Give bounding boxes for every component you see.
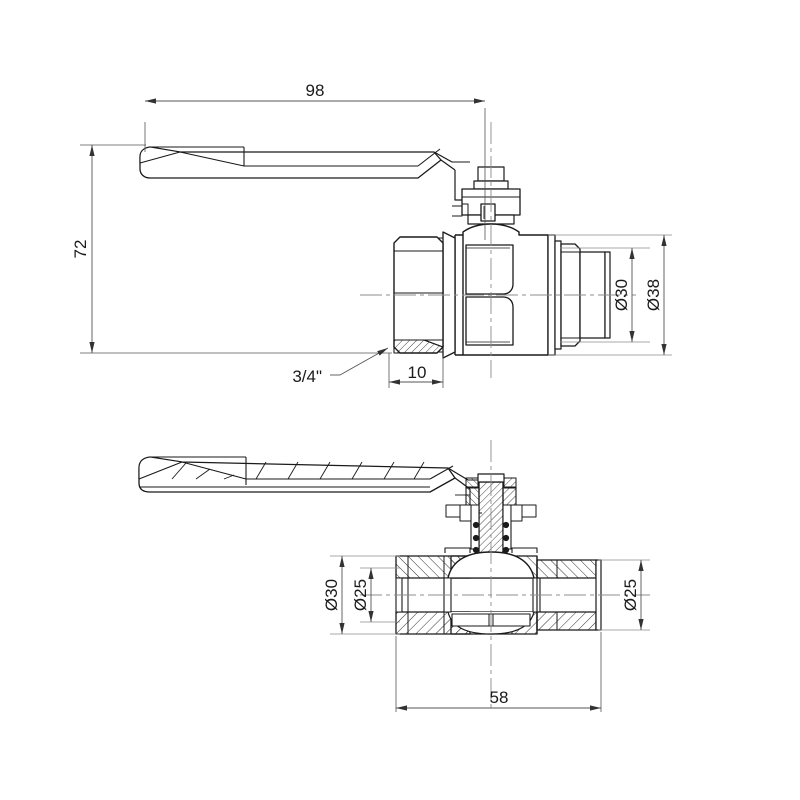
dimension-d25-right: Ø25 [598, 559, 650, 631]
section-view [138, 440, 650, 710]
valve-body-section [395, 547, 602, 635]
dimension-58: 58 [395, 632, 602, 712]
female-hex-nut [393, 236, 444, 354]
dim-98-label: 98 [306, 81, 325, 100]
dim-d30-top-label: Ø30 [612, 279, 631, 311]
center-lines-bottom [360, 440, 650, 710]
dimension-72: 72 [71, 144, 392, 354]
elevation-view [139, 122, 636, 378]
dim-d38-top-label: Ø38 [644, 279, 663, 311]
dim-d25-left-label: Ø25 [351, 579, 370, 611]
dimension-d25-left: Ø25 [351, 567, 400, 623]
dim-72-label: 72 [71, 240, 90, 259]
handle-lever [139, 146, 474, 201]
center-lines-top [360, 122, 636, 378]
dim-thread-size-label: 3/4" [292, 367, 322, 386]
dimension-10: 10 [388, 353, 444, 388]
dimension-d38-top: Ø38 [548, 234, 672, 356]
dim-58-label: 58 [490, 688, 509, 707]
dimension-d30-bottom: Ø30 [322, 555, 400, 635]
dim-d25-right-label: Ø25 [621, 579, 640, 611]
dimension-d30-top: Ø30 [560, 247, 650, 343]
dim-10-label: 10 [408, 363, 427, 382]
dimension-98: 98 [144, 81, 486, 240]
leader-thread-size: 3/4" [292, 347, 389, 386]
dim-d30-bottom-label: Ø30 [322, 579, 341, 611]
